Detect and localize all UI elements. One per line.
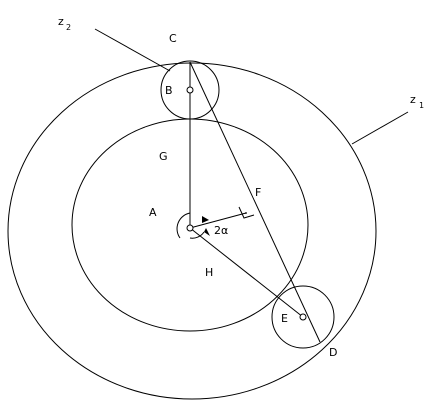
line-cd — [189, 61, 321, 343]
label-a: A — [149, 206, 157, 219]
planet-circle-bottom — [271, 285, 335, 349]
line-af — [189, 212, 247, 229]
right-angle-dot — [245, 212, 247, 214]
label-d: D — [329, 346, 337, 359]
label-z1: z — [410, 93, 416, 106]
label-h: H — [205, 266, 213, 279]
point-e — [299, 313, 307, 321]
z2-leader-line — [94, 28, 171, 72]
line-ae — [189, 227, 304, 318]
label-f: F — [255, 186, 261, 199]
point-a — [186, 224, 194, 232]
label-angle: 2α — [214, 224, 228, 237]
angle-arrow-head-2 — [204, 228, 210, 236]
angle-arc-bottom — [189, 231, 205, 239]
angle-arrow-head — [202, 216, 209, 223]
label-b: B — [165, 84, 173, 97]
label-g: G — [159, 150, 168, 163]
label-z2-subscript: 2 — [66, 23, 71, 32]
right-angle-marker — [238, 206, 255, 219]
angle-arc-top — [176, 212, 191, 239]
label-e: E — [281, 312, 288, 325]
label-z1-subscript: 1 — [419, 101, 424, 110]
label-c: C — [169, 32, 177, 45]
point-b — [186, 86, 194, 94]
outer-circle — [7, 62, 377, 400]
z1-leader-line — [351, 111, 409, 145]
label-z2: z — [58, 15, 64, 28]
